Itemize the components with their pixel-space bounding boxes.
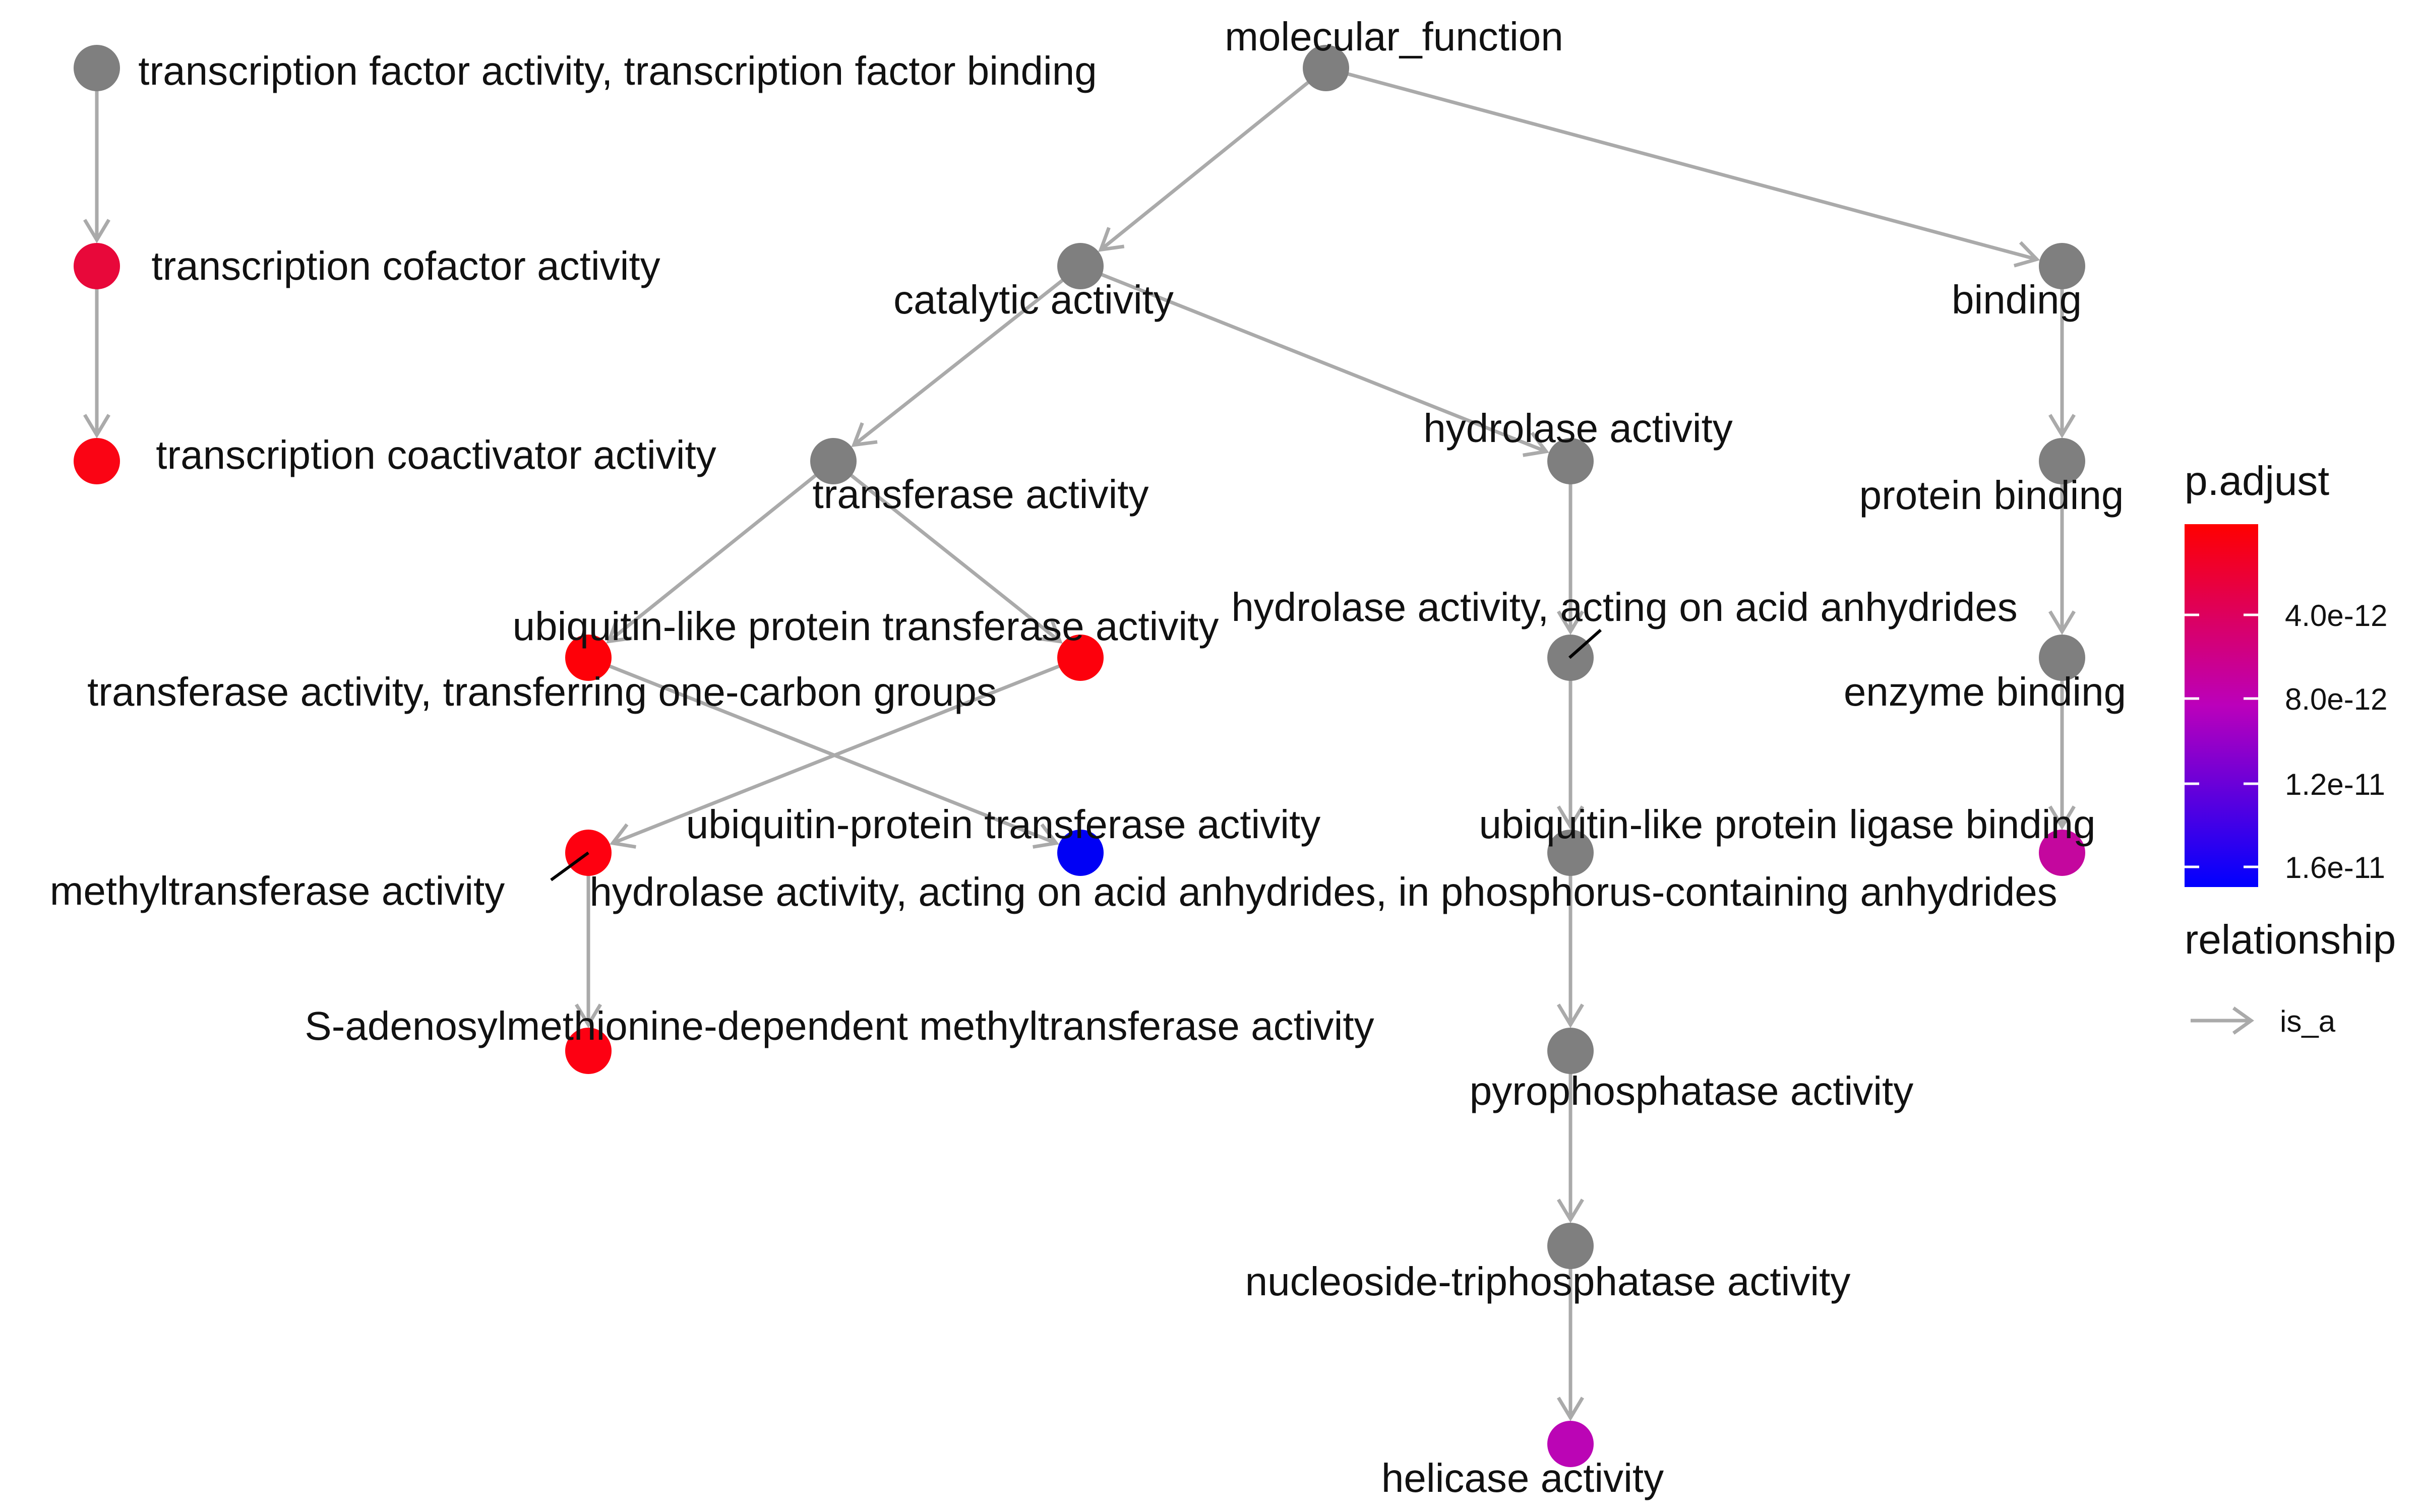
node-ebind: [2039, 635, 2085, 681]
node-label-sam: S-adenosylmethionine-dependent methyltra…: [305, 1003, 1374, 1048]
legend-relationship-title: relationship: [2185, 917, 2396, 963]
node-label-tcoa: transcription coactivator activity: [156, 432, 716, 477]
legend-tick-label: 8.0e-12: [2285, 682, 2388, 716]
edge-tfa-to-tca: [83, 68, 111, 243]
node-ubprot: [1057, 830, 1104, 876]
legend-color-title: p.adjust: [2185, 458, 2329, 504]
node-sam: [565, 1028, 612, 1074]
legend-arrow-icon: [2191, 1006, 2255, 1035]
nodes-layer: [74, 45, 2085, 1467]
node-onec: [1057, 635, 1104, 681]
node-pbind: [2039, 438, 2085, 484]
edge-trans-to-ubtr: [606, 460, 835, 644]
edge-bind-to-pbind: [2048, 266, 2076, 438]
node-label-ebind: enzyme binding: [1844, 669, 2126, 714]
node-ubtr: [565, 635, 612, 681]
node-label-cat: catalytic activity: [893, 277, 1174, 322]
edge-hydphos-to-pyro: [1556, 853, 1585, 1028]
node-cat: [1057, 243, 1104, 289]
labels-layer: molecular_function transcription factor a…: [50, 14, 2126, 1500]
edge-hyd-to-hydan: [1556, 461, 1585, 635]
edge-cat-to-hyd: [1079, 264, 1550, 457]
node-ublig: [2039, 830, 2085, 876]
leader-line-methyltransferase: [550, 851, 589, 881]
edge-tca-to-tcoa: [83, 266, 111, 438]
legend: p.adjust 4.0e-12 8.0e-12 1.2e-11 1.6e-11…: [2185, 458, 2396, 1038]
node-label-onec: transferase activity, transferring one-c…: [87, 669, 997, 714]
node-label-tca: transcription cofactor activity: [151, 243, 660, 288]
legend-tick-label: 4.0e-12: [2285, 599, 2388, 633]
node-tca: [74, 243, 120, 289]
node-label-ublig: ubiquitin-like protein ligase binding: [1479, 802, 2095, 847]
node-hydphos: [1547, 830, 1594, 876]
node-label-pyro: pyrophosphatase activity: [1470, 1068, 1914, 1113]
edge-cat-to-trans: [851, 265, 1082, 447]
edge-mf-to-bind: [1325, 66, 2040, 268]
node-label-hyd: hydrolase activity: [1423, 406, 1733, 451]
node-bind: [2039, 243, 2085, 289]
node-tfa: [74, 45, 120, 91]
edge-ntp-to-heli: [1556, 1246, 1585, 1421]
edge-methyl-to-sam: [574, 853, 602, 1028]
edges-layer: [83, 66, 2076, 1421]
legend-tick-label: 1.2e-11: [2285, 768, 2385, 801]
edge-pyro-to-ntp: [1556, 1051, 1585, 1223]
node-label-mf: molecular_function: [1225, 14, 1563, 59]
node-label-methyl: methyltransferase activity: [50, 868, 505, 913]
edge-ubtr-to-ubprot: [587, 656, 1059, 849]
legend-ticks: 4.0e-12 8.0e-12 1.2e-11 1.6e-11: [2185, 599, 2388, 885]
legend-relationship-label: is_a: [2280, 1004, 2336, 1038]
node-label-ntp: nucleoside-triphosphatase activity: [1245, 1259, 1851, 1304]
legend-colorbar: [2185, 524, 2258, 887]
node-pyro: [1547, 1028, 1594, 1074]
node-label-hydan: hydrolase activity, acting on acid anhyd…: [1231, 585, 2017, 629]
node-heli: [1547, 1421, 1594, 1467]
edge-pbind-to-ebind: [2048, 461, 2076, 635]
node-mf: [1303, 45, 1349, 91]
legend-tick-label: 1.6e-11: [2285, 851, 2385, 885]
node-label-heli: helicase activity: [1381, 1456, 1664, 1500]
node-label-trans: transferase activity: [813, 472, 1149, 517]
label-leader-lines: [550, 628, 1602, 881]
node-tcoa: [74, 438, 120, 484]
node-label-ubtr: ubiquitin-like protein transferase activ…: [513, 604, 1219, 649]
node-ntp: [1547, 1223, 1594, 1269]
edge-hydan-to-hydphos: [1556, 658, 1585, 830]
edge-trans-to-onec: [832, 460, 1063, 644]
node-label-pbind: protein binding: [1859, 473, 2124, 518]
node-label-ubprot: ubiquitin-protein transferase activity: [686, 802, 1320, 847]
edge-ebind-to-ublig: [2048, 658, 2076, 830]
node-label-hydphos: hydrolase activity, acting on acid anhyd…: [589, 869, 2057, 914]
node-label-tfa: transcription factor activity, transcrip…: [138, 48, 1097, 93]
node-hyd: [1547, 438, 1594, 484]
edge-mf-to-cat: [1098, 67, 1327, 252]
node-label-bind: binding: [1952, 277, 2082, 322]
edge-onec-to-methyl: [610, 656, 1081, 849]
leader-line-hydrolase-anhydrides: [1568, 628, 1602, 659]
node-trans: [810, 438, 857, 484]
